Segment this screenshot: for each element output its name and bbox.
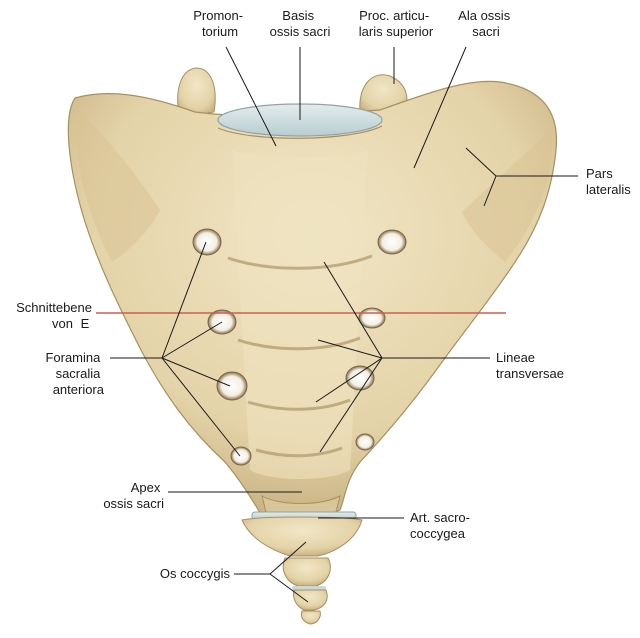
leader-os-coccygis-2 xyxy=(269,573,309,603)
sacrum-bone xyxy=(67,67,558,520)
foramen-left-3 xyxy=(216,371,248,401)
label-schnittebene: Schnittebene xyxy=(16,300,92,315)
leader-foramina-2 xyxy=(161,321,223,359)
leader-os-coccygis-1 xyxy=(269,541,307,575)
label-ala-ossis-sacri: Ala ossis sacri xyxy=(458,8,514,39)
leader-ala xyxy=(413,46,467,169)
leader-lineae-3 xyxy=(315,357,383,403)
leader-lineae-2 xyxy=(317,339,383,359)
transverse-ridge-4 xyxy=(255,446,343,458)
leader-promontorium xyxy=(225,46,277,147)
coccyx-segment-2 xyxy=(282,557,331,587)
fused-vertebral-bodies xyxy=(232,150,368,479)
label-lineae-transversae: Lineae transversae xyxy=(496,350,564,381)
label-schnittebene-von: von E xyxy=(52,316,90,331)
label-pars-lateralis: Pars lateralis xyxy=(586,166,631,197)
labels: Promon- torium Basis ossis sacri Proc. a… xyxy=(16,8,631,581)
coccyx-segment-3 xyxy=(293,589,328,611)
leader-foramina-4 xyxy=(161,357,241,457)
leader-lines xyxy=(110,46,578,603)
transverse-ridge-1 xyxy=(227,254,373,270)
label-art-sacrococcygea: Art. sacro- coccygea xyxy=(410,510,474,541)
coccyx-segment-1 xyxy=(241,516,363,557)
label-os-coccygis: Os coccygis xyxy=(160,566,231,581)
lateral-part-shading-left xyxy=(76,110,160,262)
leader-lineae-4 xyxy=(319,357,383,453)
foramen-right-2 xyxy=(358,307,386,329)
label-apex-ossis-sacri: Apex ossis sacri xyxy=(103,480,164,511)
foramen-left-1 xyxy=(192,228,222,256)
label-foramina-sacralia: Foramina sacralia anteriora xyxy=(45,350,104,397)
foramen-right-1 xyxy=(377,229,407,255)
transverse-ridge-3 xyxy=(247,398,351,411)
leader-lineae-1 xyxy=(323,261,383,359)
label-basis-ossis-sacri: Basis ossis sacri xyxy=(270,8,331,39)
leader-foramina-3 xyxy=(161,357,231,387)
transverse-ridge-2 xyxy=(237,336,361,351)
foramen-right-3 xyxy=(345,365,375,391)
promontory-rim xyxy=(217,125,383,139)
coccyx-segment-4 xyxy=(301,610,321,625)
leader-foramina-1 xyxy=(161,241,207,359)
lateral-part-shading-right xyxy=(462,128,553,262)
coccyx-disc xyxy=(292,586,326,590)
superior-articular-process-left xyxy=(177,67,216,119)
foramen-left-4 xyxy=(230,446,252,466)
label-proc-articularis: Proc. articu- laris superior xyxy=(359,8,434,39)
foramen-right-4 xyxy=(355,433,375,451)
label-promontorium: Promon- torium xyxy=(193,8,246,39)
coccyx-bone xyxy=(241,511,363,625)
